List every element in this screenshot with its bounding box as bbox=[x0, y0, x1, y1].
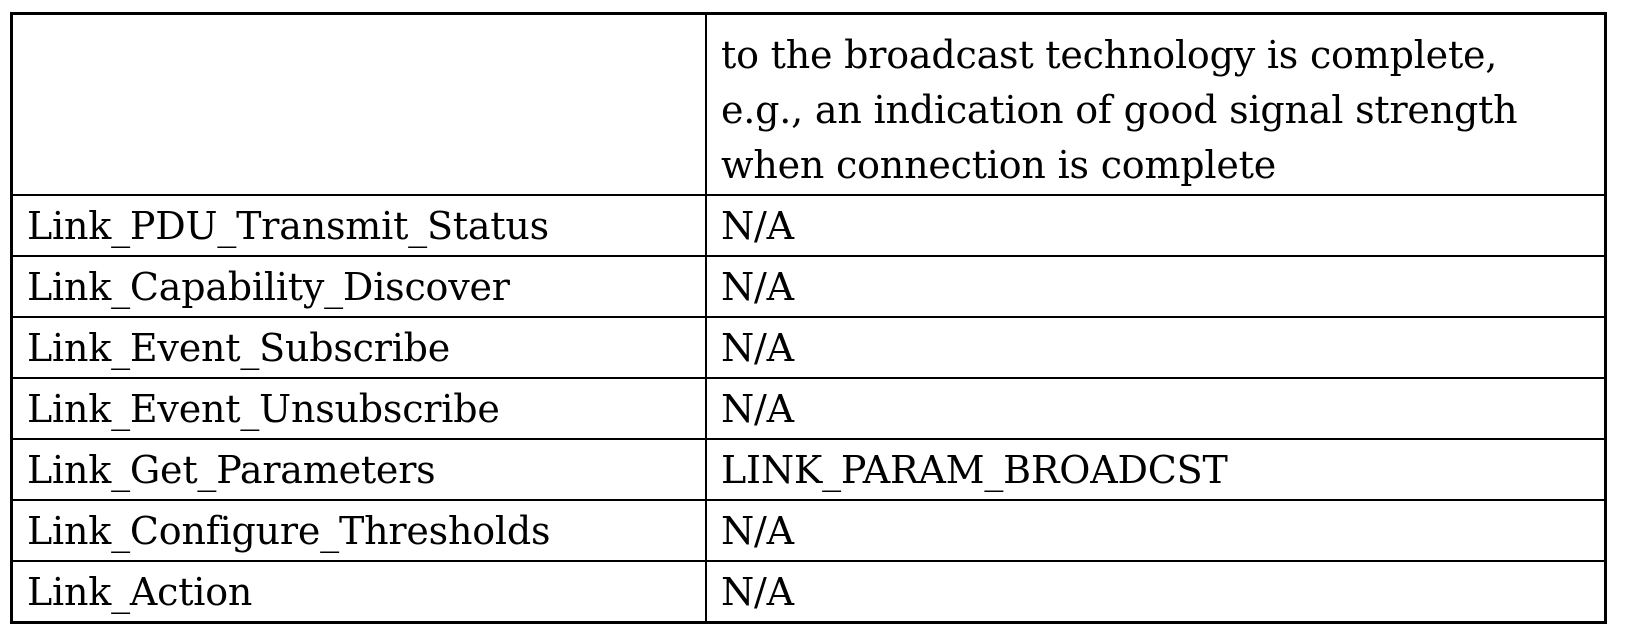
table-row: to the broadcast technology is complete,… bbox=[10, 12, 1607, 196]
parameter-value-cell: N/A bbox=[705, 255, 1607, 318]
primitive-name-cell: Link_Action bbox=[10, 560, 707, 624]
table-row: Link_Event_Unsubscribe N/A bbox=[10, 377, 1607, 440]
parameter-value-cell: N/A bbox=[705, 377, 1607, 440]
parameter-value-cell: LINK_PARAM_BROADCST bbox=[705, 438, 1607, 501]
primitive-name-cell bbox=[10, 12, 707, 196]
table-row: Link_PDU_Transmit_Status N/A bbox=[10, 194, 1607, 257]
parameter-value-cell: N/A bbox=[705, 194, 1607, 257]
spec-table-container: to the broadcast technology is complete,… bbox=[10, 12, 1607, 624]
parameter-value-cell: to the broadcast technology is complete,… bbox=[705, 12, 1607, 196]
table-row: Link_Get_Parameters LINK_PARAM_BROADCST bbox=[10, 438, 1607, 501]
table-row: Link_Configure_Thresholds N/A bbox=[10, 499, 1607, 562]
table-body: to the broadcast technology is complete,… bbox=[10, 12, 1607, 624]
link-primitives-table: to the broadcast technology is complete,… bbox=[10, 12, 1607, 624]
parameter-value-cell: N/A bbox=[705, 560, 1607, 624]
primitive-name-cell: Link_Configure_Thresholds bbox=[10, 499, 707, 562]
parameter-value-cell: N/A bbox=[705, 499, 1607, 562]
primitive-name-cell: Link_Event_Subscribe bbox=[10, 316, 707, 379]
primitive-name-cell: Link_Capability_Discover bbox=[10, 255, 707, 318]
table-row: Link_Event_Subscribe N/A bbox=[10, 316, 1607, 379]
table-row: Link_Action N/A bbox=[10, 560, 1607, 624]
primitive-name-cell: Link_Event_Unsubscribe bbox=[10, 377, 707, 440]
primitive-name-cell: Link_Get_Parameters bbox=[10, 438, 707, 501]
primitive-name-cell: Link_PDU_Transmit_Status bbox=[10, 194, 707, 257]
parameter-value-cell: N/A bbox=[705, 316, 1607, 379]
table-row: Link_Capability_Discover N/A bbox=[10, 255, 1607, 318]
